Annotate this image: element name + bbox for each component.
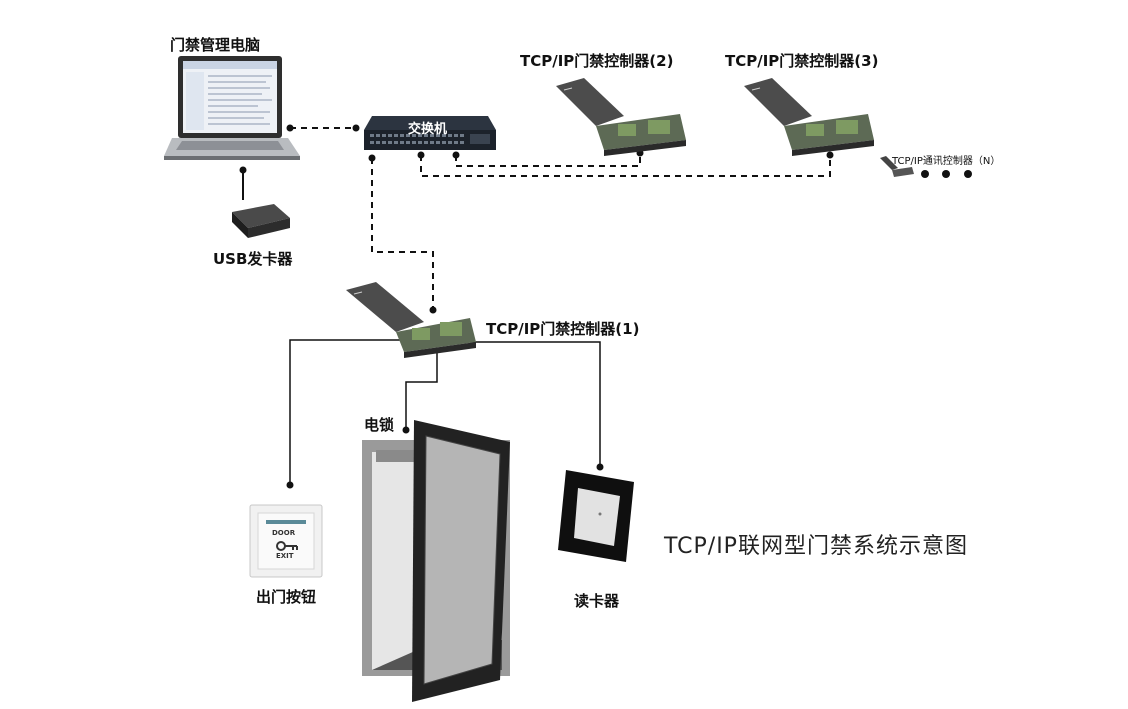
dot bbox=[429, 306, 437, 314]
dot bbox=[352, 124, 360, 132]
pc-label: 门禁管理电脑 bbox=[170, 36, 261, 54]
ctrl1-lock-wire bbox=[405, 352, 438, 430]
ctrl1-button-wire bbox=[289, 339, 404, 485]
dot bbox=[452, 151, 460, 159]
dot bbox=[596, 463, 604, 471]
key-icon bbox=[276, 541, 298, 551]
controller-3-label: TCP/IP门禁控制器(3) bbox=[725, 52, 879, 70]
ctrl1-reader-wire bbox=[470, 341, 601, 467]
dot bbox=[826, 151, 834, 159]
button-exit-text: EXIT bbox=[276, 552, 294, 560]
dot bbox=[286, 124, 294, 132]
switch-ctrl2-link bbox=[455, 153, 641, 167]
switch-ctrl1-link bbox=[371, 158, 434, 310]
dot bbox=[942, 170, 950, 178]
dot bbox=[964, 170, 972, 178]
exit-button-icon bbox=[249, 504, 323, 578]
controller-1-label: TCP/IP门禁控制器(1) bbox=[486, 320, 640, 338]
diagram-title: TCP/IP联网型门禁系统示意图 bbox=[664, 534, 968, 559]
exit-button-label: 出门按钮 bbox=[256, 588, 317, 606]
door-icon bbox=[362, 420, 510, 702]
switch-ctrl3-link bbox=[420, 155, 831, 177]
dot bbox=[402, 426, 410, 434]
card-reader-icon bbox=[558, 470, 634, 562]
dot bbox=[368, 154, 376, 162]
button-door-text: DOOR bbox=[272, 529, 296, 537]
switch-label: 交换机 bbox=[408, 122, 448, 137]
dot bbox=[286, 481, 294, 489]
card-reader-label: 读卡器 bbox=[574, 592, 620, 610]
controller-2-icon bbox=[556, 78, 686, 156]
usb-reader-icon bbox=[232, 204, 290, 238]
connections bbox=[242, 127, 831, 485]
dot bbox=[417, 151, 425, 159]
connection-dots bbox=[239, 124, 972, 489]
switch-icon bbox=[364, 116, 496, 150]
controller-n-label: TCP/IP通讯控制器（N） bbox=[892, 156, 1001, 167]
dot bbox=[921, 170, 929, 178]
dot bbox=[239, 166, 247, 174]
controller-n-icon bbox=[880, 156, 914, 177]
controller-1-icon bbox=[346, 282, 476, 358]
controller-3-icon bbox=[744, 78, 874, 156]
usb-reader-label: USB发卡器 bbox=[213, 250, 293, 268]
laptop-icon bbox=[164, 56, 300, 160]
lock-label: 电锁 bbox=[364, 416, 395, 434]
controller-2-label: TCP/IP门禁控制器(2) bbox=[520, 52, 674, 70]
